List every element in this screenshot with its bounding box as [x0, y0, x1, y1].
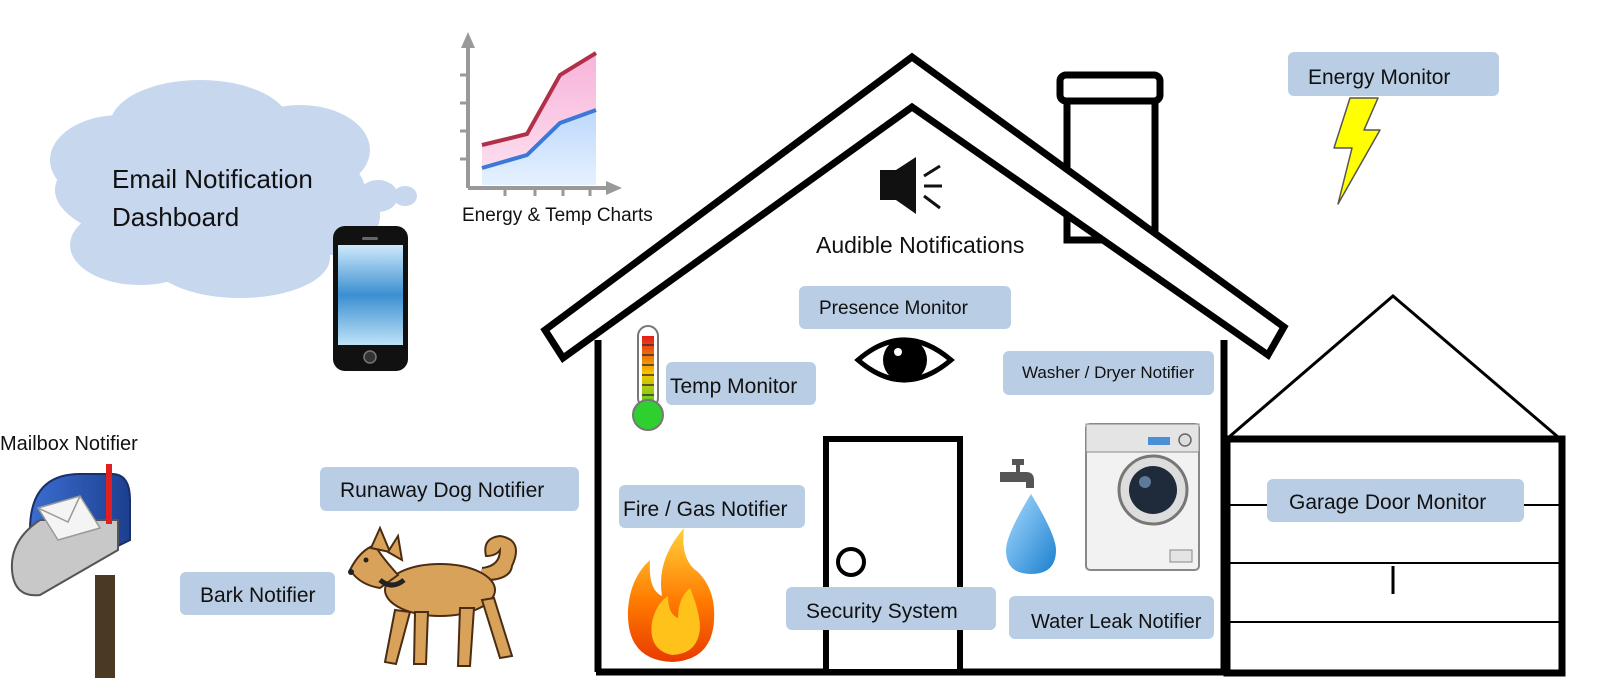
line-chart-icon — [460, 32, 622, 196]
mailbox-icon — [10, 464, 131, 678]
washer-dryer-tag: Washer / Dryer Notifier — [1003, 351, 1214, 395]
temp-monitor-tag: Temp Monitor — [666, 362, 816, 405]
energy-monitor-tag: Energy Monitor — [1288, 52, 1499, 96]
speaker-icon — [880, 157, 942, 214]
audible-label: Audible Notifications — [816, 232, 1024, 258]
roof — [540, 52, 1289, 363]
cloud-icon — [50, 80, 417, 298]
charts-label: Energy & Temp Charts — [462, 205, 653, 226]
runaway-dog-tag: Runaway Dog Notifier — [320, 467, 579, 511]
runaway-dog-label: Runaway Dog Notifier — [340, 479, 544, 502]
bark-notifier-label: Bark Notifier — [200, 584, 316, 607]
presence-monitor-tag: Presence Monitor — [799, 286, 1011, 329]
garage-door-label: Garage Door Monitor — [1289, 491, 1486, 514]
bark-notifier-tag: Bark Notifier — [180, 572, 335, 615]
eye-icon — [854, 337, 955, 383]
lightning-icon — [1333, 97, 1381, 205]
email-dashboard-label-line2: Dashboard — [112, 202, 239, 232]
energy-monitor-label: Energy Monitor — [1308, 66, 1450, 89]
mailbox-label: Mailbox Notifier — [0, 433, 138, 455]
water-leak-tag: Water Leak Notifier — [1009, 596, 1214, 639]
garage-door-tag: Garage Door Monitor — [1267, 479, 1524, 522]
washing-machine-icon — [1085, 423, 1200, 571]
door-icon — [823, 436, 963, 675]
water-leak-label: Water Leak Notifier — [1031, 611, 1202, 633]
faucet-icon — [1000, 459, 1034, 488]
presence-monitor-label: Presence Monitor — [819, 298, 969, 319]
temp-monitor-label: Temp Monitor — [670, 375, 797, 398]
fire-gas-label: Fire / Gas Notifier — [623, 498, 788, 521]
dog-icon — [348, 525, 517, 667]
fire-gas-tag: Fire / Gas Notifier — [619, 485, 805, 528]
smartphone-icon — [333, 226, 408, 371]
thermometer-icon — [632, 325, 664, 431]
washer-dryer-label: Washer / Dryer Notifier — [1022, 363, 1195, 382]
water-drop-icon — [1006, 494, 1056, 574]
security-system-tag: Security System — [786, 587, 996, 630]
security-system-label: Security System — [806, 600, 958, 623]
email-dashboard-label-line1: Email Notification — [112, 164, 313, 194]
fire-icon — [627, 528, 715, 662]
